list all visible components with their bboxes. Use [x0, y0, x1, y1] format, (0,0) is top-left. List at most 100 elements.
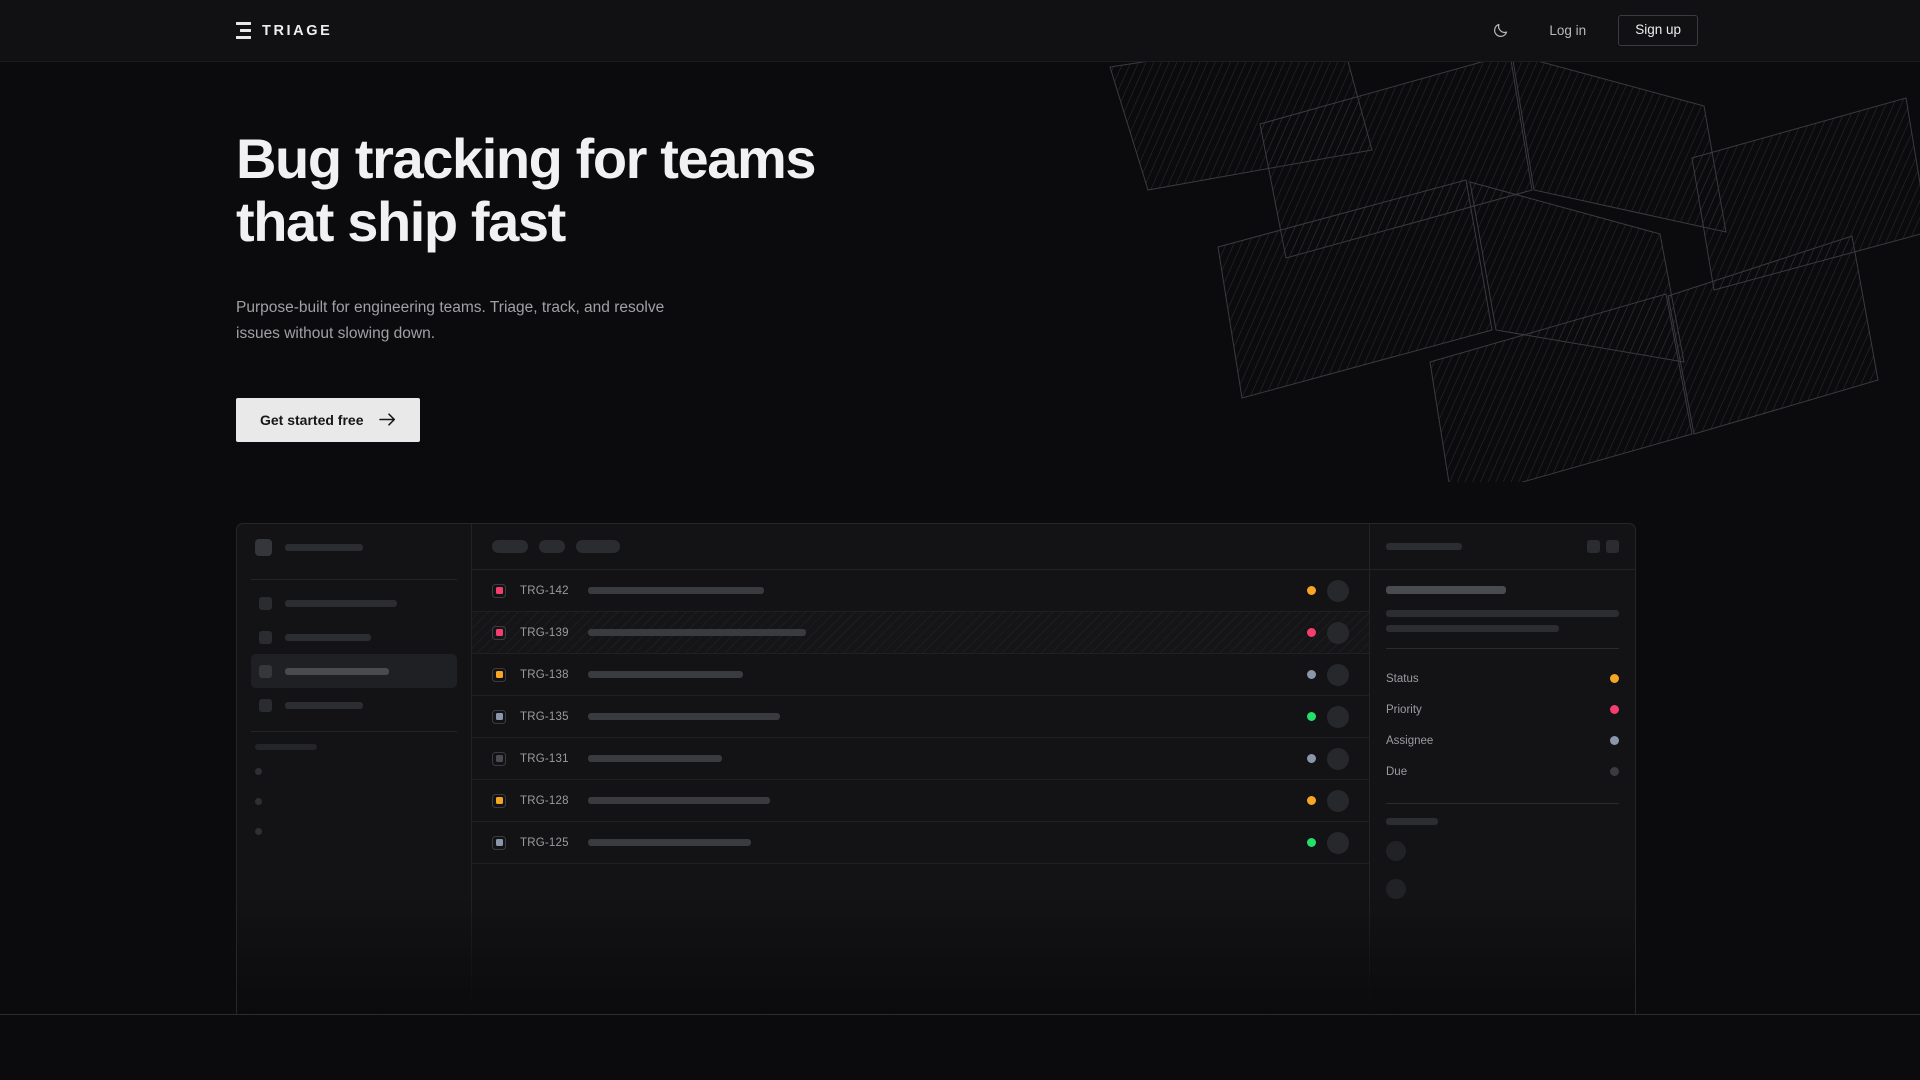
meta-label: Priority [1386, 703, 1422, 716]
priority-badge-icon [492, 625, 506, 640]
detail-panel-header [1370, 524, 1635, 570]
workspace-name-skeleton [285, 543, 363, 551]
issue-id: TRG-135 [520, 710, 569, 723]
filter-chip-3[interactable] [576, 540, 620, 553]
priority-badge-icon [492, 583, 506, 598]
status-dot-icon [1610, 674, 1619, 683]
meta-label: Due [1386, 765, 1408, 778]
meta-label: Assignee [1386, 734, 1434, 747]
page-title: Bug tracking for teams that ship fast [236, 127, 956, 253]
priority-badge-icon [492, 667, 506, 682]
sidebar-section-label [251, 744, 457, 750]
issue-title-skeleton [588, 587, 764, 594]
avatar [1327, 663, 1349, 686]
detail-action-button-1[interactable] [1587, 540, 1600, 553]
table-row[interactable]: TRG-135 [472, 696, 1369, 738]
row-meta [1307, 579, 1349, 602]
filter-chip-2[interactable] [539, 540, 565, 553]
moon-icon [1493, 23, 1508, 37]
detail-panel-body: Status Priority Assignee Due [1370, 570, 1635, 899]
sidebar-divider-top [251, 579, 457, 580]
detail-title-skeleton [1386, 586, 1506, 594]
sidebar-item-label-skeleton [285, 633, 371, 641]
issue-title-skeleton [588, 629, 806, 636]
issue-title-skeleton [588, 839, 751, 846]
issue-id: TRG-125 [520, 836, 569, 849]
sidebar-item-icon [259, 630, 272, 644]
table-row[interactable]: TRG-142 [472, 570, 1369, 612]
status-dot-icon [1307, 628, 1316, 637]
hero-section: Bug tracking for teams that ship fast Pu… [0, 62, 1920, 442]
sidebar-item-label-skeleton [285, 667, 389, 675]
meta-label: Status [1386, 672, 1419, 685]
avatar [1327, 705, 1349, 728]
row-meta [1307, 705, 1349, 728]
sidebar-item-1[interactable] [251, 586, 457, 620]
sidebar-item-icon [259, 664, 272, 678]
sidebar-divider-bottom [251, 731, 457, 732]
priority-dot-icon [1610, 705, 1619, 714]
issue-id: TRG-142 [520, 584, 569, 597]
detail-divider-top [1386, 648, 1619, 649]
sidebar-mini-item-3[interactable] [251, 816, 457, 846]
hero-title-line-1: Bug tracking for teams [236, 127, 817, 190]
detail-divider-bottom [1386, 803, 1619, 804]
cta-label: Get started free [260, 411, 364, 428]
issue-title-skeleton [588, 671, 743, 678]
table-row[interactable]: TRG-138 [472, 654, 1369, 696]
row-meta [1307, 789, 1349, 812]
issue-id: TRG-138 [520, 668, 569, 681]
list-filter-toolbar [472, 524, 1369, 570]
avatar [1327, 831, 1349, 854]
detail-header-actions [1587, 540, 1619, 553]
status-dot-icon [1307, 586, 1316, 595]
row-meta [1307, 621, 1349, 644]
get-started-button[interactable]: Get started free [236, 397, 421, 442]
row-meta [1307, 747, 1349, 770]
issue-title-skeleton [588, 797, 770, 804]
status-dot-icon [1307, 670, 1316, 679]
meta-row-status[interactable]: Status [1386, 663, 1619, 694]
status-dot-icon [1307, 712, 1316, 721]
avatar [1386, 879, 1406, 899]
activity-label-skeleton [1386, 818, 1438, 825]
assignee-dot-icon [1610, 736, 1619, 745]
app-preview-mockup: TRG-142 TRG-139 TRG-138 [236, 523, 1636, 1015]
theme-toggle-button[interactable] [1483, 14, 1517, 48]
meta-row-priority[interactable]: Priority [1386, 694, 1619, 725]
issue-id: TRG-131 [520, 752, 569, 765]
sidebar-item-icon [259, 698, 272, 712]
header-actions: Log in Sign up [1483, 14, 1698, 48]
table-row[interactable]: TRG-128 [472, 780, 1369, 822]
avatar [1386, 841, 1406, 861]
sidebar-mini-item-2[interactable] [251, 786, 457, 816]
issue-title-skeleton [588, 755, 722, 762]
meta-row-due[interactable]: Due [1386, 756, 1619, 787]
issue-id: TRG-139 [520, 626, 569, 639]
sidebar-item-3-active[interactable] [251, 654, 457, 688]
sidebar-mini-item-1[interactable] [251, 756, 457, 786]
triage-bars-icon [236, 21, 251, 40]
sidebar-item-4[interactable] [251, 688, 457, 722]
row-meta [1307, 663, 1349, 686]
brand-logo[interactable]: TRIAGE [236, 21, 333, 40]
sidebar-item-2[interactable] [251, 620, 457, 654]
filter-chip-1[interactable] [492, 540, 528, 553]
detail-action-button-2[interactable] [1606, 540, 1619, 553]
priority-badge-icon [492, 751, 506, 766]
status-dot-icon [1307, 754, 1316, 763]
meta-row-assignee[interactable]: Assignee [1386, 725, 1619, 756]
mock-workspace-switcher[interactable] [251, 524, 457, 570]
brand-name: TRIAGE [262, 22, 333, 39]
table-row[interactable]: TRG-131 [472, 738, 1369, 780]
table-row[interactable]: TRG-139 [472, 612, 1369, 654]
avatar [1327, 579, 1349, 602]
sidebar-section-label-skeleton [255, 744, 317, 750]
table-row[interactable]: TRG-125 [472, 822, 1369, 864]
mock-issue-list: TRG-142 TRG-139 TRG-138 [472, 524, 1370, 1015]
hero-subtitle: Purpose-built for engineering teams. Tri… [236, 299, 665, 342]
signup-button[interactable]: Sign up [1618, 15, 1698, 46]
login-link[interactable]: Log in [1549, 23, 1587, 38]
site-header: TRIAGE Log in Sign up [0, 0, 1920, 62]
